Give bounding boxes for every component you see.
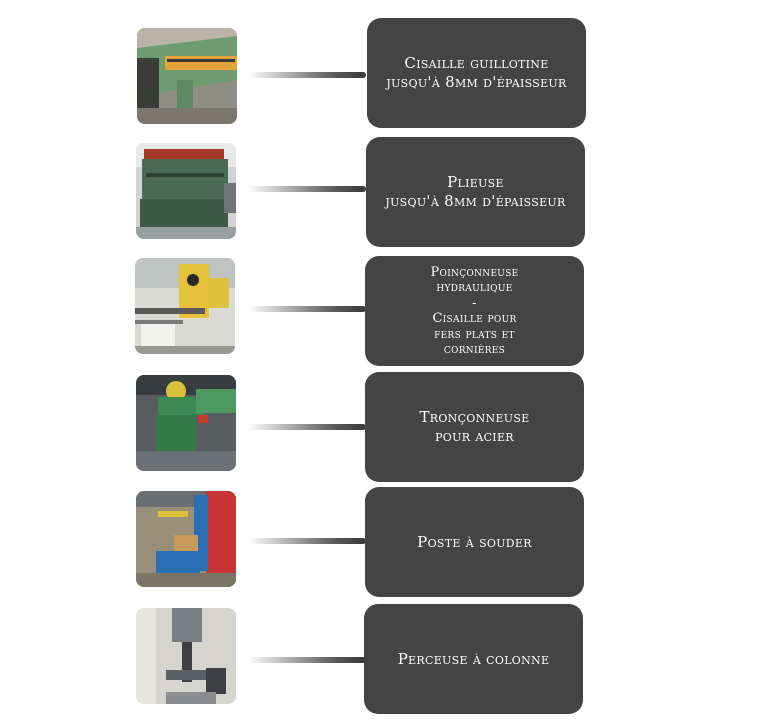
cold-saw-photo xyxy=(136,375,236,471)
welding-station-photo xyxy=(136,491,236,587)
machine-label: Perceuse à colonne xyxy=(397,649,550,668)
machine-label: Tronçonneuse pour acier xyxy=(419,408,530,445)
press-brake-photo xyxy=(136,143,236,239)
machine-label-box: Plieuse jusqu'à 8mm d'épaisseur xyxy=(366,137,585,247)
connector-line xyxy=(248,72,366,78)
connector-line xyxy=(248,306,366,312)
machine-label: Plieuse jusqu'à 8mm d'épaisseur xyxy=(385,173,566,210)
machine-label: Poste à souder xyxy=(417,532,532,551)
machine-label-box: Poinçonneuse hydraulique - Cisaille pour… xyxy=(365,256,584,366)
machine-label: Cisaille guillotine jusqu'à 8mm d'épaiss… xyxy=(386,54,567,91)
machine-label-box: Cisaille guillotine jusqu'à 8mm d'épaiss… xyxy=(367,18,586,128)
shear-photo xyxy=(137,28,237,124)
connector-line xyxy=(248,657,366,663)
ironworker-photo xyxy=(135,258,235,354)
drill-press-photo xyxy=(136,608,236,704)
machine-label-box: Poste à souder xyxy=(365,487,584,597)
machine-label-box: Tronçonneuse pour acier xyxy=(365,372,584,482)
machine-label-box: Perceuse à colonne xyxy=(364,604,583,714)
connector-line xyxy=(248,424,366,430)
connector-line xyxy=(248,186,366,192)
machine-label: Poinçonneuse hydraulique - Cisaille pour… xyxy=(430,264,519,358)
connector-line xyxy=(248,538,366,544)
